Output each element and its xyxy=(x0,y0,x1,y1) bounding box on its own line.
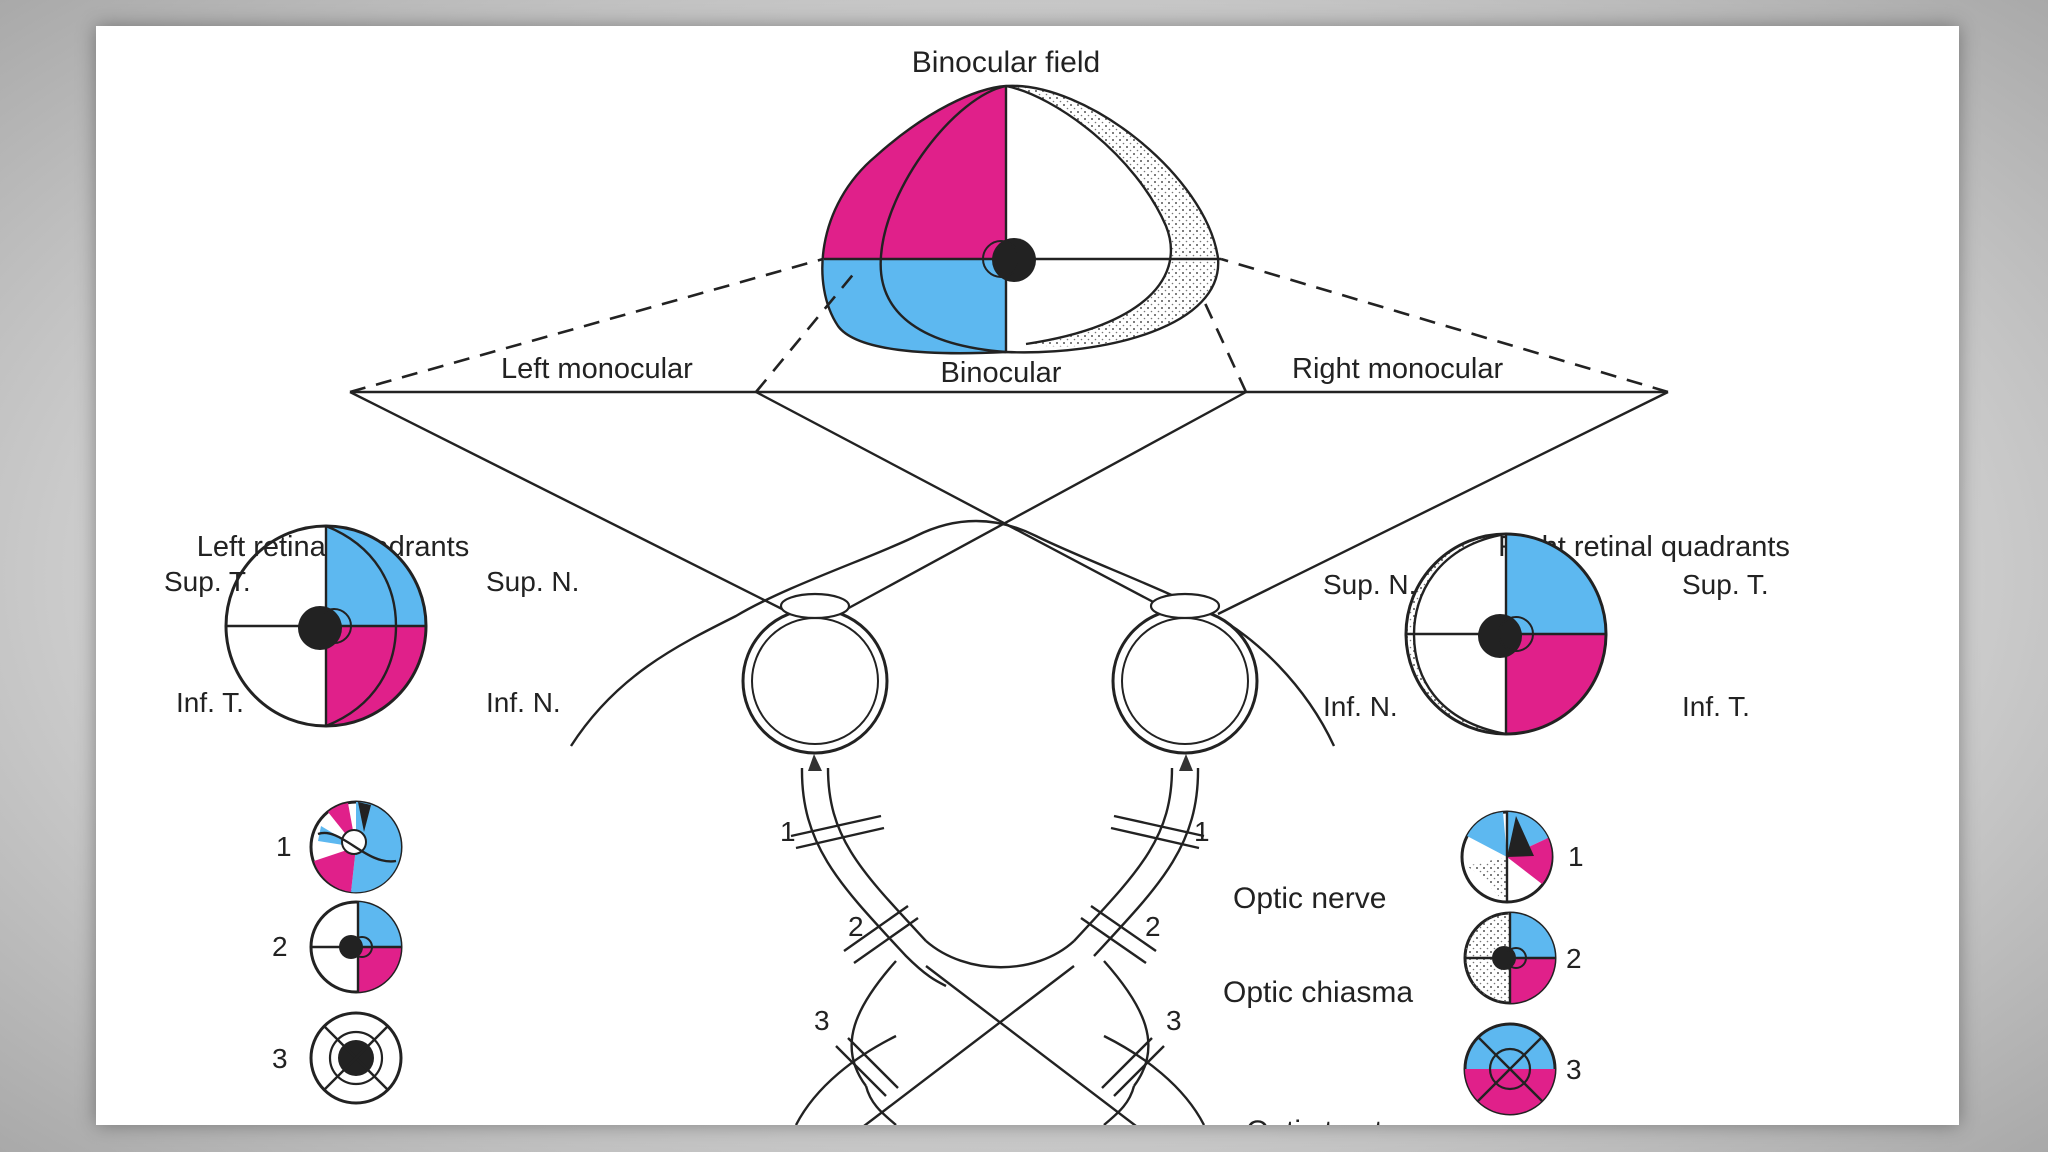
left-inf-t-label: Inf. T. xyxy=(176,687,244,718)
left-sup-t-label: Sup. T. xyxy=(164,566,251,597)
right-cornea xyxy=(1149,592,1221,620)
right-chiasma-number-2: 2 xyxy=(1145,911,1161,942)
left-lesion-2-field: 2 xyxy=(272,900,403,994)
right-tract-number-3: 3 xyxy=(1166,1005,1182,1036)
binocular-field-label: Binocular field xyxy=(912,46,1100,79)
right-sup-t-label: Sup. T. xyxy=(1682,569,1769,600)
right-sup-n-label: Sup. N. xyxy=(1323,569,1416,600)
right-monocular-label: Right monocular xyxy=(1292,353,1503,385)
binocular-field: Binocular field xyxy=(821,46,1221,355)
right-small-3-number: 3 xyxy=(1566,1054,1582,1085)
left-inf-n-label: Inf. N. xyxy=(486,687,561,718)
field-fixation-spot xyxy=(992,238,1036,282)
right-retinal-quadrants: Right retinal quadrants Sup. N. Sup. T. … xyxy=(1323,531,1790,1116)
optic-tract-label: Optic tract xyxy=(1246,1115,1383,1125)
eyes-and-optic-pathway: 1 1 2 2 3 3 Optic nerve Optic chiasma Op… xyxy=(569,519,1413,1125)
left-eyeball xyxy=(741,607,889,755)
left-lesion-1-field: 1 xyxy=(276,800,403,894)
projection-lines: Left monocular Binocular Right monocular xyxy=(349,257,1669,618)
left-monocular-label: Left monocular xyxy=(501,353,693,385)
right-nerve-number-1: 1 xyxy=(1194,816,1210,847)
left-nerve-number-1: 1 xyxy=(780,816,796,847)
right-lesion-1-field: 1 xyxy=(1460,810,1584,904)
visual-pathway-diagram: Binocular field Left monocular Binocular… xyxy=(164,46,1790,1125)
optic-nerve-label: Optic nerve xyxy=(1233,882,1386,915)
right-inf-t-label: Inf. T. xyxy=(1682,691,1750,722)
right-inf-n-label: Inf. N. xyxy=(1323,691,1398,722)
left-tract-number-3: 3 xyxy=(814,1005,830,1036)
left-small-3-number: 3 xyxy=(272,1043,288,1074)
right-small-1-number: 1 xyxy=(1568,841,1584,872)
right-lesion-3-field: 3 xyxy=(1463,1022,1582,1116)
right-small-2-number: 2 xyxy=(1566,943,1582,974)
binocular-label: Binocular xyxy=(941,357,1062,389)
left-chiasma-number-2: 2 xyxy=(848,911,864,942)
right-eyeball xyxy=(1111,607,1259,755)
left-sup-n-label: Sup. N. xyxy=(486,566,579,597)
left-small-1-number: 1 xyxy=(276,831,292,862)
left-lesion-3-field: 3 xyxy=(272,1011,403,1105)
right-lesion-2-field: 2 xyxy=(1463,911,1582,1005)
left-retinal-quadrants: Left retinal quadrants Sup. T. Sup. N. I… xyxy=(164,524,579,1105)
left-cornea xyxy=(779,592,851,620)
left-small-2-number: 2 xyxy=(272,931,288,962)
optic-chiasma-label: Optic chiasma xyxy=(1223,976,1413,1009)
right-monocular-crescent-stipple xyxy=(1006,85,1219,347)
diagram-frame: Binocular field Left monocular Binocular… xyxy=(96,26,1959,1125)
lesion-markers xyxy=(790,814,1205,1097)
